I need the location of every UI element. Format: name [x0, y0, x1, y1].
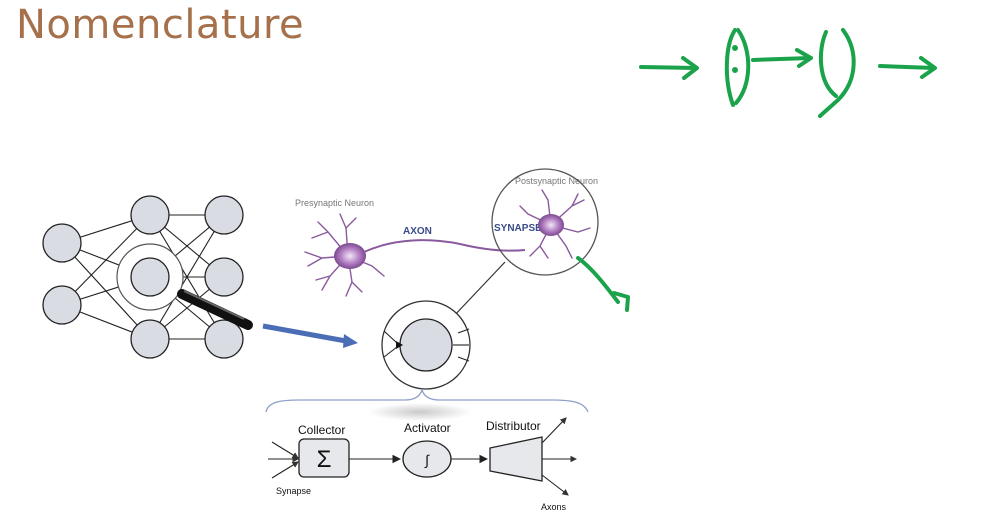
- hidden-node: [130, 319, 170, 359]
- presynaptic-label: Presynaptic Neuron: [295, 198, 374, 208]
- output-node: [204, 195, 244, 235]
- page-title: Nomenclature: [16, 2, 305, 48]
- input-node: [42, 223, 82, 263]
- postsynaptic-soma: [538, 214, 564, 236]
- axons-output-label: Axons: [541, 502, 567, 512]
- postsynaptic-label: Postsynaptic Neuron: [515, 176, 598, 186]
- collector-label: Collector: [298, 423, 345, 437]
- annotation-arrow-synapse: [576, 256, 630, 312]
- activator-label: Activator: [404, 421, 451, 435]
- annotation-sketch: [639, 28, 937, 118]
- input-node: [42, 285, 82, 325]
- sum-symbol: Σ: [317, 446, 332, 473]
- axon-fiber: [363, 239, 526, 253]
- output-node: [204, 319, 244, 359]
- zoom-arrow: [262, 323, 358, 348]
- artificial-neuron: [381, 300, 471, 390]
- output-node: [204, 257, 244, 297]
- synapse-input-label: Synapse: [276, 486, 311, 496]
- distributor-trapezoid: [489, 436, 543, 482]
- presynaptic-soma: [334, 243, 366, 269]
- integral-symbol: ∫: [424, 452, 430, 468]
- neuron-shadow: [368, 403, 472, 421]
- collector-box: [298, 438, 350, 478]
- biological-neuron: Presynaptic Neuron Postsynaptic Neuron A…: [295, 168, 599, 297]
- neuron-block-diagram: Synapse Collector Σ Activator ∫ Distribu…: [268, 417, 578, 512]
- magnifier-handle-icon: [177, 289, 253, 330]
- zoom-connector-arrow: [451, 261, 506, 319]
- hidden-node-highlighted: [130, 257, 170, 297]
- neural-network: [42, 195, 244, 359]
- neuron-body: [399, 318, 453, 372]
- hidden-node: [130, 195, 170, 235]
- expansion-brace: [265, 387, 589, 413]
- handwritten-annotations: [576, 28, 937, 312]
- axon-label: AXON: [403, 226, 432, 237]
- postsynaptic-zoom-circle: [491, 168, 599, 276]
- synapse-label: SYNAPSE: [494, 223, 542, 234]
- distributor-label: Distributor: [486, 419, 541, 433]
